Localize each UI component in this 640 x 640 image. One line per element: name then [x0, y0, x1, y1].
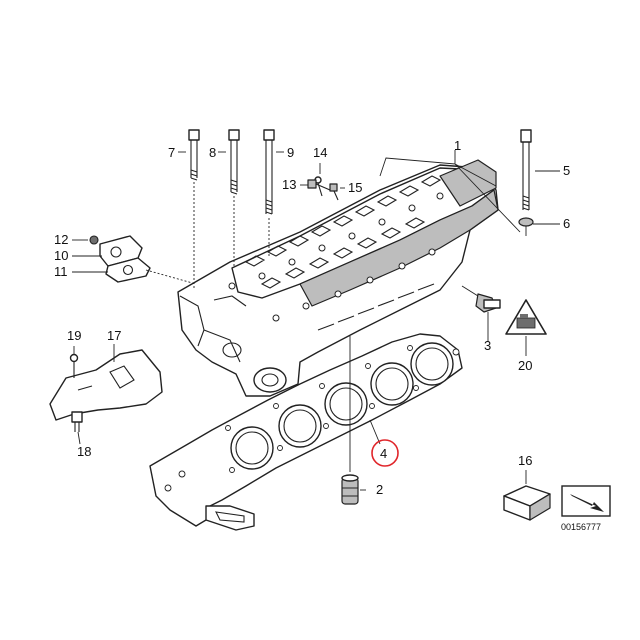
- callout-17: 17: [107, 328, 121, 343]
- callout-18: 18: [77, 444, 91, 459]
- callout-2: 2: [376, 482, 383, 497]
- callout-16: 16: [518, 453, 532, 468]
- callout-4: 4: [380, 446, 387, 461]
- callout-3: 3: [484, 338, 491, 353]
- guide-sleeve: [341, 336, 359, 505]
- callout-10: 10: [54, 248, 68, 263]
- callout-8: 8: [209, 145, 216, 160]
- callout-14: 14: [313, 145, 327, 160]
- temperature-sensor: [461, 285, 501, 338]
- flange-parts: [89, 235, 197, 285]
- callout-12: 12: [54, 232, 68, 247]
- head-gasket: [149, 333, 463, 531]
- bracket: [49, 349, 163, 432]
- callout-9: 9: [287, 145, 294, 160]
- callout-6: 6: [563, 216, 570, 231]
- leader-lines: [72, 150, 560, 491]
- highlight-circle: [371, 439, 399, 467]
- cover-bolts: [307, 176, 339, 201]
- callout-5: 5: [563, 163, 570, 178]
- small-parts-box: [503, 485, 551, 521]
- cylinder-head: [177, 159, 499, 397]
- reference-number: 00156777: [561, 522, 601, 532]
- callout-1: 1: [454, 138, 461, 153]
- arrow-navigation-icon[interactable]: [561, 485, 611, 517]
- callout-labels: 1 2 3 4 5 6 7 8 9 10 11 12 13 14 15 16 1…: [54, 138, 570, 497]
- callout-11: 11: [54, 264, 68, 279]
- callout-7: 7: [168, 145, 175, 160]
- callout-15: 15: [348, 180, 362, 195]
- callout-13: 13: [282, 177, 296, 192]
- engine-warning-triangle-icon: [505, 299, 547, 335]
- callout-20: 20: [518, 358, 532, 373]
- callout-19: 19: [67, 328, 81, 343]
- head-bolts: [188, 129, 534, 290]
